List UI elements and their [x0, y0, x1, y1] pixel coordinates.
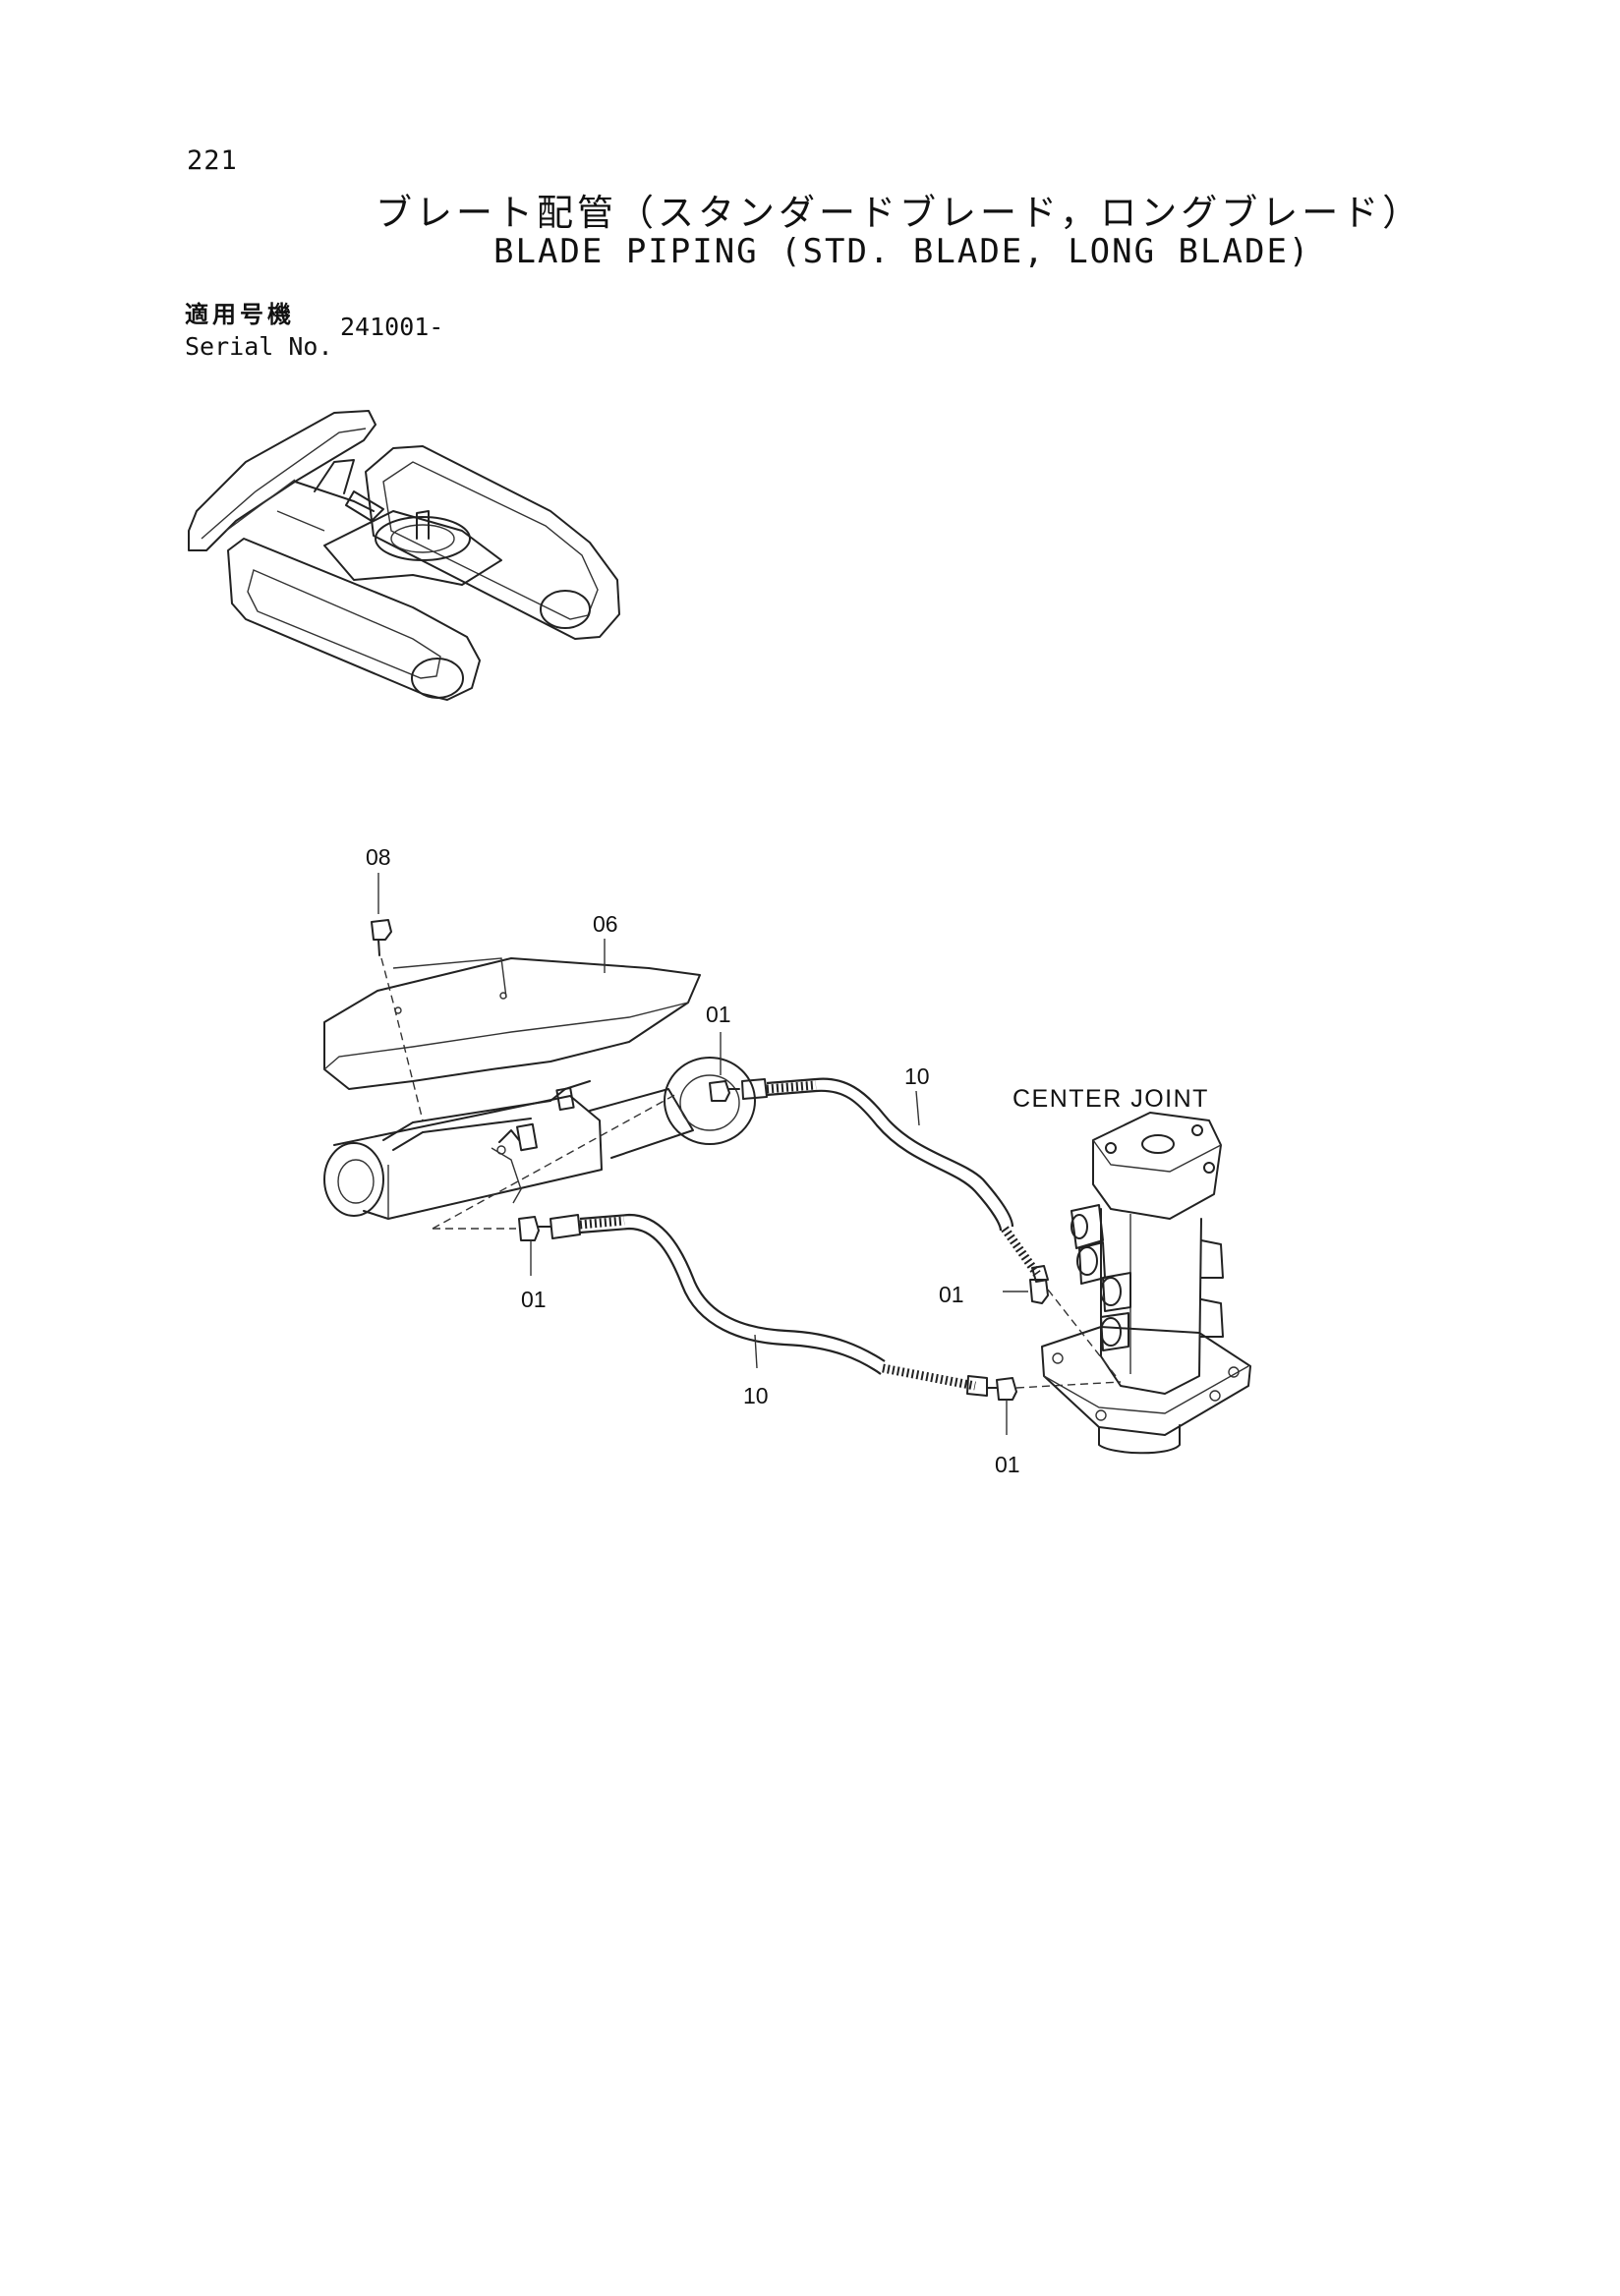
- callout-10-bottom: 10: [743, 1383, 769, 1408]
- page-number: 221: [187, 145, 238, 176]
- callout-01-left: 01: [521, 1287, 547, 1312]
- fitting-01-right: [1003, 1279, 1049, 1304]
- fitting-01-left: [518, 1216, 551, 1276]
- serial-label-english: Serial No.: [185, 332, 333, 361]
- callout-06: 06: [593, 911, 618, 937]
- callout-01-top: 01: [706, 1002, 731, 1027]
- callout-08: 08: [366, 844, 391, 870]
- serial-number-value: 241001-: [340, 313, 444, 341]
- center-joint: [1015, 1112, 1251, 1455]
- serial-label-japanese: 適用号機: [185, 301, 295, 328]
- bolt-08: [371, 919, 424, 1121]
- hose-10-top: [741, 1077, 1049, 1283]
- callout-01-bottom: 01: [995, 1452, 1020, 1477]
- undercarriage-key-map: [188, 410, 620, 701]
- callout-01-right: 01: [939, 1282, 964, 1307]
- center-joint-label: CENTER JOINT: [1012, 1085, 1209, 1113]
- hose-10-bottom: [550, 1213, 988, 1397]
- page-title-japanese: ブレート配管（スタンダードブレード，ロングブレード）: [376, 192, 1423, 234]
- page-title-english: BLADE PIPING (STD. BLADE, LONG BLADE): [493, 232, 1311, 271]
- cover-plate-06: [323, 957, 701, 1090]
- fitting-01-top: [709, 1032, 740, 1102]
- blade-cylinder: [323, 1057, 756, 1230]
- fitting-01-bottom: [986, 1377, 1017, 1435]
- callout-10-top: 10: [904, 1063, 930, 1089]
